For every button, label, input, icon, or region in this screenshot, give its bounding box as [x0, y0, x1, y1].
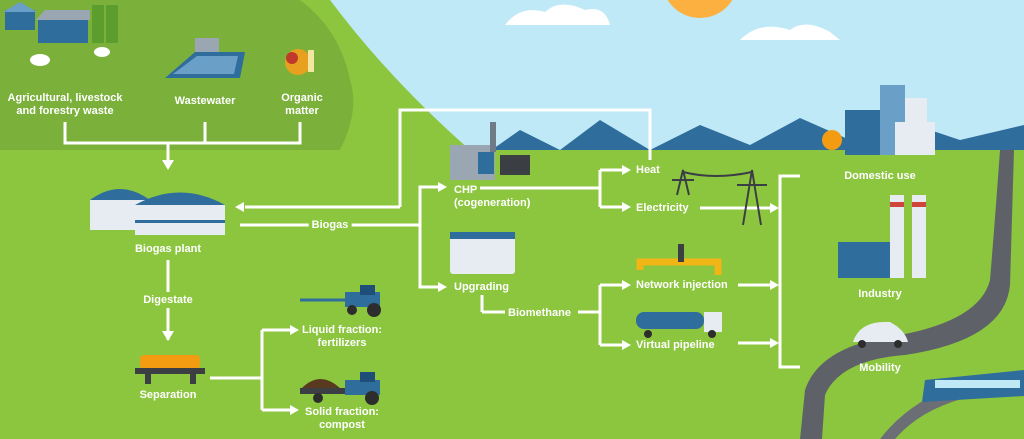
chp-label: CHP (cogeneration)	[454, 184, 531, 209]
heat-label: Heat	[636, 164, 660, 176]
biogas-plant-icon	[90, 189, 225, 235]
train-icon	[922, 370, 1024, 402]
tractor-sprayer-icon	[300, 285, 381, 317]
sun	[667, 0, 733, 18]
virtual-pipeline-label: Virtual pipeline	[636, 339, 715, 351]
tanker-truck-icon	[636, 312, 722, 338]
liquid-fraction-label: Liquid fraction: fertilizers	[301, 324, 383, 349]
wastewater-icon	[165, 38, 245, 78]
gas-pipeline-icon	[636, 244, 722, 275]
farm-icon	[3, 2, 118, 66]
electricity-label: Electricity	[636, 202, 689, 214]
car-icon	[853, 321, 908, 348]
solid-fraction-label: Solid fraction: compost	[305, 406, 379, 431]
domestic-use-label: Domestic use	[844, 170, 916, 182]
upgrading-label: Upgrading	[454, 281, 509, 293]
city-icon	[822, 85, 935, 155]
flow-arrows	[162, 160, 779, 415]
industry-label: Industry	[858, 288, 902, 300]
separation-machine-icon	[135, 355, 205, 384]
mobility-label: Mobility	[859, 362, 901, 374]
biogas-plant-label: Biogas plant	[134, 243, 202, 255]
upgrading-tank-icon	[450, 232, 515, 274]
organic-matter-icon	[285, 49, 314, 75]
biogas-label: Biogas	[308, 219, 352, 232]
factory-icon	[838, 195, 926, 278]
tractor-compost-icon	[300, 372, 380, 405]
cloud	[740, 24, 840, 40]
biomethane-label: Biomethane	[508, 307, 571, 319]
power-pylon-icon	[672, 169, 767, 226]
digestate-label: Digestate	[140, 294, 196, 307]
network-injection-label: Network injection	[636, 279, 728, 291]
road	[800, 150, 1014, 439]
agricultural-waste-label: Agricultural, livestock and forestry was…	[7, 92, 123, 117]
organic-matter-label: Organic matter	[281, 92, 323, 117]
cloud	[505, 4, 610, 26]
chp-plant-icon	[450, 122, 530, 180]
wastewater-label: Wastewater	[174, 95, 236, 107]
separation-label: Separation	[139, 389, 197, 401]
